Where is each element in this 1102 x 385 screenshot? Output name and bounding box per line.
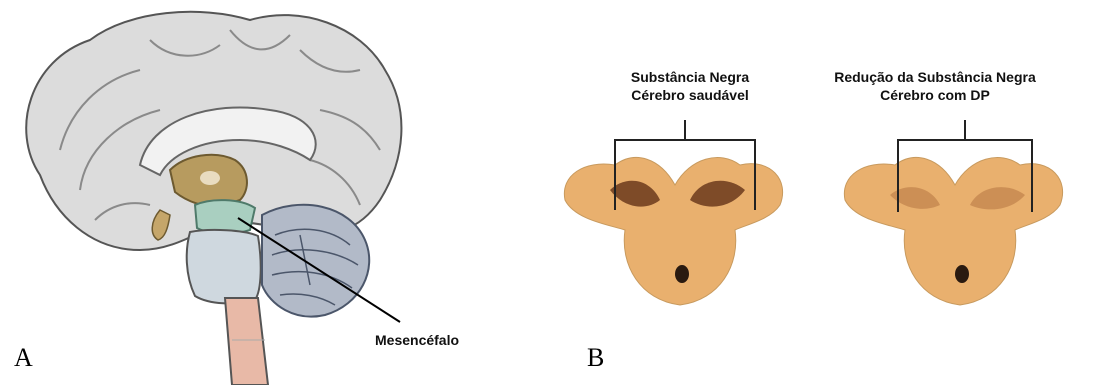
healthy-label: Substância Negra Cérebro saudável: [615, 68, 765, 104]
healthy-label-line1: Substância Negra: [615, 68, 765, 86]
panel-letter-b: B: [587, 343, 604, 373]
medulla-spinal-cord: [225, 298, 268, 385]
pd-label-line2: Cérebro com DP: [815, 86, 1055, 104]
pd-label-line1: Redução da Substância Negra: [815, 68, 1055, 86]
healthy-aqueduct: [675, 265, 689, 283]
pd-aqueduct: [955, 265, 969, 283]
panel-a-brain-sagittal: Mesencéfalo A: [0, 0, 540, 385]
pd-midbrain-section: [844, 120, 1062, 305]
mesencefalo-label: Mesencéfalo: [375, 331, 459, 349]
healthy-label-line2: Cérebro saudável: [615, 86, 765, 104]
healthy-midbrain-section: [564, 120, 782, 305]
pd-label: Redução da Substância Negra Cérebro com …: [815, 68, 1055, 104]
brain-sagittal-illustration: [0, 0, 540, 385]
thalamus-highlight: [200, 171, 220, 185]
midbrain: [195, 200, 255, 233]
cerebellum: [262, 205, 369, 317]
panel-b-substantia-nigra: Substância Negra Cérebro saudável Reduçã…: [540, 0, 1102, 385]
substantia-nigra-comparison: [540, 0, 1102, 385]
pons: [187, 230, 261, 303]
panel-letter-a: A: [14, 343, 33, 373]
